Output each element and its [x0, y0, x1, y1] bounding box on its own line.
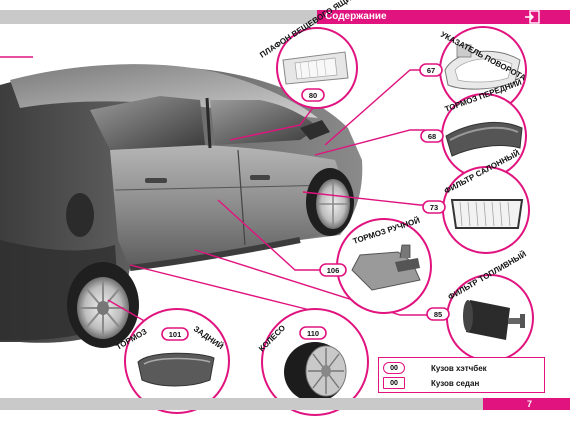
page-number: 7 — [527, 399, 533, 409]
sedan-label: Кузов седан — [431, 378, 480, 388]
turn-signal-page: 67 — [427, 66, 435, 75]
contents-link[interactable]: Содержание — [325, 11, 387, 22]
tail-light — [66, 193, 94, 237]
front-window — [210, 100, 318, 145]
glovebox-light-page: 80 — [309, 91, 317, 100]
turn-signal-part — [444, 44, 521, 90]
contents-icon[interactable] — [522, 9, 544, 25]
legend-row-sedan: 00 Кузов седан — [383, 376, 479, 390]
hatchback-label: Кузов хэтчбек — [431, 363, 487, 373]
rear-window — [90, 96, 205, 150]
wheel-page: 110 — [307, 329, 319, 338]
side-mirror — [300, 120, 330, 140]
rear-brake-part — [137, 352, 215, 387]
fuel-filter-page: 85 — [434, 310, 442, 319]
cabin-filter-part — [450, 199, 524, 229]
hand-brake-part — [351, 244, 421, 291]
rear-brake-page: 101 — [169, 330, 182, 339]
cabin-filter-page: 73 — [430, 203, 438, 212]
legend-row-hatchback: 00 Кузов хэтчбек — [383, 361, 487, 375]
footer-accent — [483, 398, 570, 410]
header-accent — [317, 10, 570, 24]
hatchback-key: 00 — [383, 362, 405, 374]
fuel-filter-part — [463, 300, 525, 340]
front-brake-page: 68 — [428, 132, 436, 141]
body-type-legend: 00 Кузов хэтчбек 00 Кузов седан — [378, 357, 545, 393]
hand-brake-page: 106 — [327, 266, 340, 275]
front-brake-part — [445, 121, 523, 157]
sedan-key: 00 — [383, 377, 405, 389]
wheel-part — [284, 342, 347, 402]
footer-bar — [0, 398, 570, 410]
glovebox-light-part — [282, 51, 349, 85]
